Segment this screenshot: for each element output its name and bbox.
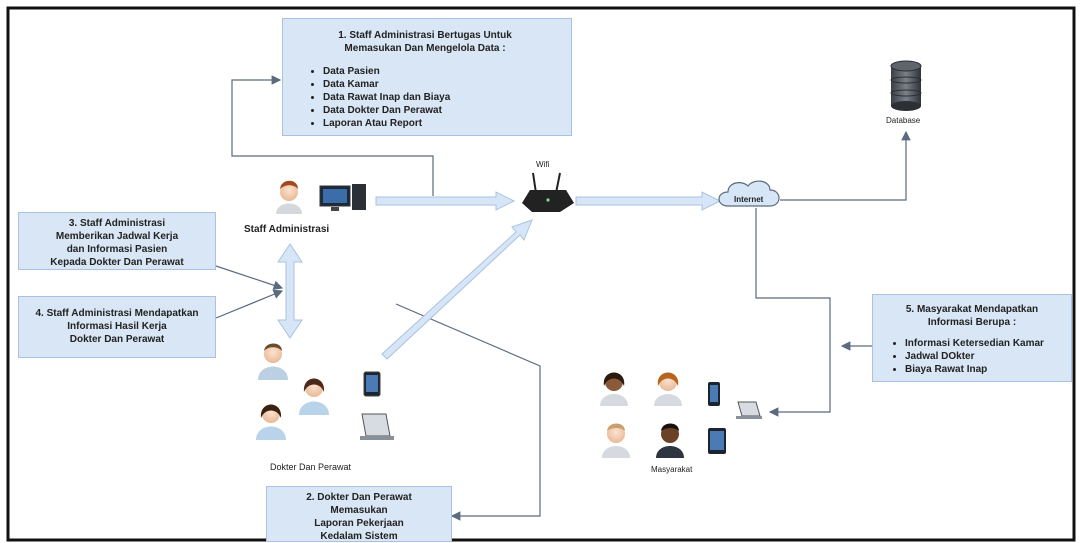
public-person-icon-1 xyxy=(600,372,628,406)
database-label: Database xyxy=(886,116,921,125)
note-admin-tasks-title: 1. Staff Administrasi Bertugas Untuk Mem… xyxy=(338,30,512,54)
note-admin-item: Data Dokter Dan Perawat xyxy=(323,104,559,117)
tablet-icon xyxy=(363,371,381,397)
note-schedule-info: 3. Staff Administrasi Memberikan Jadwal … xyxy=(18,212,216,270)
database-icon xyxy=(890,60,922,111)
arrow-staff-dokter-bidirectional xyxy=(277,243,303,339)
outer-frame xyxy=(6,6,1076,542)
staff-label: Staff Administrasi xyxy=(244,224,330,235)
doctor-male-icon xyxy=(258,343,288,380)
line-dokter-to-note2 xyxy=(395,303,541,521)
line-note4-to-staff xyxy=(215,289,284,319)
public-phone-icon xyxy=(708,382,720,406)
laptop-icon xyxy=(360,413,394,440)
doctor-female-icon xyxy=(256,404,286,440)
internet-cloud-icon xyxy=(718,180,780,207)
public-laptop-icon xyxy=(736,401,762,419)
public-tablet-icon xyxy=(708,428,726,454)
note-line: 4. Staff Administrasi Mendapatkan xyxy=(35,308,199,319)
arrow-staff-to-wifi xyxy=(375,191,516,211)
note-admin-tasks: 1. Staff Administrasi Bertugas Untuk Mem… xyxy=(282,18,572,136)
note-public-item: Informasi Ketersedian Kamar xyxy=(905,337,1065,350)
wifi-router-icon xyxy=(522,172,574,212)
note-public-info: 5. Masyarakat Mendapatkan Informasi Beru… xyxy=(872,294,1072,382)
note-line: Dokter Dan Perawat xyxy=(69,334,165,345)
note-line: Kedalam Sistem xyxy=(320,531,398,542)
arrow-wifi-to-internet xyxy=(575,191,722,211)
note-line: Laporan Pekerjaan xyxy=(314,518,404,529)
note-line: 2. Dokter Dan Perawat xyxy=(306,492,412,503)
note-line: Informasi Hasil Kerja xyxy=(67,321,167,332)
note-line: 3. Staff Administrasi xyxy=(68,218,166,229)
note-line: Memasukan xyxy=(330,505,388,516)
masyarakat-label: Masyarakat xyxy=(651,465,693,474)
nurse-female-icon xyxy=(299,378,329,415)
note-work-results: 4. Staff Administrasi Mendapatkan Inform… xyxy=(18,296,216,358)
public-person-icon-4 xyxy=(656,423,684,458)
line-note3-to-staff xyxy=(215,265,284,290)
note-line: Memberikan Jadwal Kerja xyxy=(55,231,179,242)
note-line: dan Informasi Pasien xyxy=(66,244,168,255)
note-admin-item: Data Kamar xyxy=(323,78,559,91)
note-admin-item: Data Rawat Inap dan Biaya xyxy=(323,91,559,104)
line-staff-to-note1 xyxy=(231,75,434,196)
line-internet-to-masyarakat xyxy=(755,208,831,417)
note-admin-item: Laporan Atau Report xyxy=(323,117,559,130)
wifi-label: Wifi xyxy=(536,160,550,169)
line-internet-to-database xyxy=(780,130,911,201)
dokter-label: Dokter Dan Perawat xyxy=(270,462,352,472)
note-public-title: 5. Masyarakat Mendapatkan Informasi Beru… xyxy=(905,304,1039,328)
note-line: Kepada Dokter Dan Perawat xyxy=(50,257,184,268)
public-person-icon-2 xyxy=(654,372,682,406)
note-doctor-reports: 2. Dokter Dan Perawat Memasukan Laporan … xyxy=(266,486,452,542)
internet-label: Internet xyxy=(734,195,764,204)
desktop-computer-icon xyxy=(319,184,366,211)
note-admin-item: Data Pasien xyxy=(323,65,559,78)
staff-person-icon xyxy=(276,180,302,214)
note-public-item: Jadwal DOkter xyxy=(905,350,1065,363)
note-public-item: Biaya Rawat Inap xyxy=(905,363,1065,376)
arrow-dokter-to-wifi xyxy=(381,219,533,360)
public-person-icon-3 xyxy=(602,423,630,458)
